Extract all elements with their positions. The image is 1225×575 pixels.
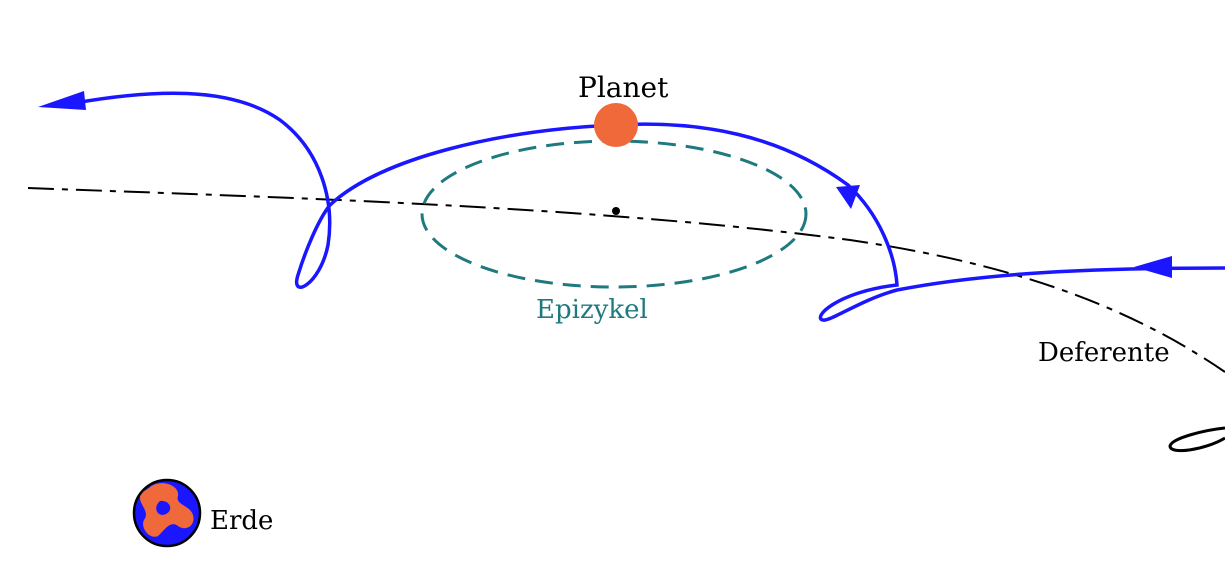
planet-label: Planet — [578, 71, 669, 104]
earth-icon — [132, 478, 202, 548]
epicycle-center-dot — [612, 207, 620, 215]
arrow-head-right — [1134, 256, 1172, 278]
epicycle-label: Epizykel — [536, 295, 648, 325]
earth-label: Erde — [210, 506, 273, 536]
deferent-loop — [1168, 426, 1225, 453]
deferent-line — [27, 187, 1225, 373]
arrow-head-middle — [836, 185, 860, 209]
deferent-label: Deferente — [1038, 338, 1170, 368]
planet-dot — [594, 103, 638, 147]
arrow-head-left — [38, 91, 86, 110]
